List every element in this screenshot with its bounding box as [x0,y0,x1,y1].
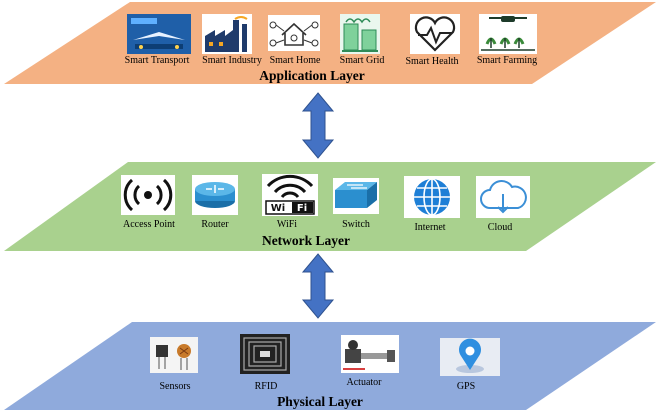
router-icon [192,175,238,215]
gps-icon [440,338,500,376]
internet-label: Internet [414,222,446,233]
smart-transport-icon [127,14,191,54]
wifi-icon: Wi Fi [262,174,318,216]
svg-text:Wi: Wi [271,203,285,214]
smart-health-label: Smart Health [405,56,459,67]
application-layer-title: Application Layer [259,68,365,83]
rfid-label: RFID [254,381,278,392]
svg-text:Fi: Fi [297,203,307,214]
smart-health-icon [410,14,460,54]
network-layer-title: Network Layer [261,233,351,248]
smart-farming-icon [479,14,537,54]
actuator-icon [341,335,399,373]
wifi-label: WiFi [276,219,298,230]
switch-label: Switch [342,219,370,230]
cloud-label: Cloud [487,222,513,233]
actuator-label: Actuator [346,377,382,388]
access-point-icon [121,175,175,215]
router-label: Router [201,219,229,230]
smart-grid-icon [340,14,380,54]
app-network-arrow [301,92,335,159]
sensors-label: Sensors [159,381,191,392]
smart-grid-label: Smart Grid [339,55,385,66]
cloud-icon [476,176,530,218]
smart-farming-label: Smart Farming [476,55,538,66]
access-point-label: Access Point [123,219,175,230]
sensors-icon [150,337,198,373]
internet-icon [404,176,460,218]
gps-label: GPS [456,381,476,392]
smart-industry-icon [202,14,252,54]
network-physical-arrow [301,253,335,319]
smart-home-label: Smart Home [269,55,321,66]
rfid-icon [240,334,290,374]
smart-industry-label: Smart Industry [202,55,262,66]
smart-home-icon [268,15,320,51]
switch-icon [333,178,379,214]
smart-transport-label: Smart Transport [124,55,190,66]
physical-layer-title: Physical Layer [277,394,363,409]
